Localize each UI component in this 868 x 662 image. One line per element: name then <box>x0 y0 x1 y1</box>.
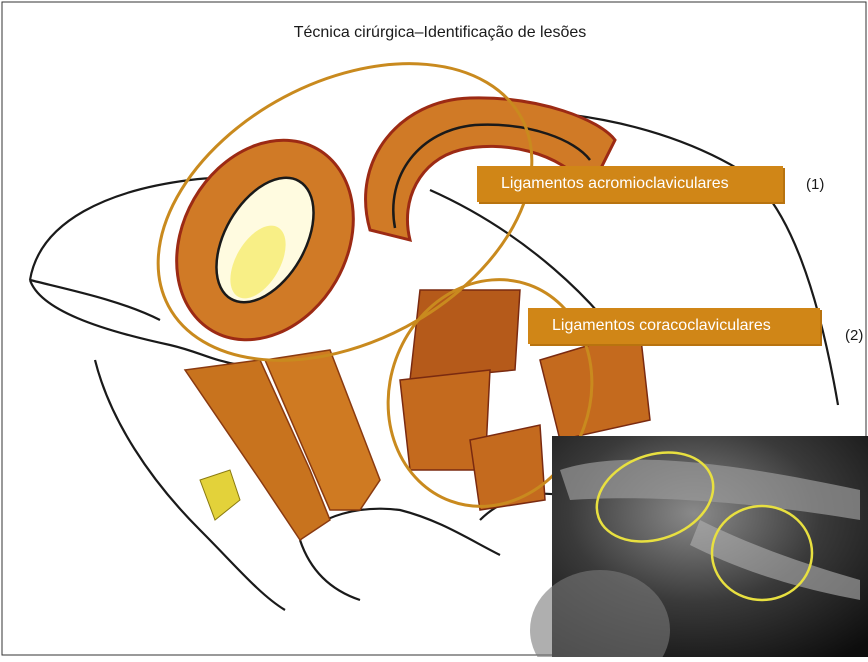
label-number-1: (1) <box>806 176 824 193</box>
acromial-ring <box>141 108 388 372</box>
figure-title: Técnica cirúrgica–Identificação de lesõe… <box>240 24 640 42</box>
xray-inset <box>530 436 868 657</box>
label-acromioclavicular: Ligamentos acromioclaviculares <box>477 166 783 202</box>
label-number-2: (2) <box>845 327 863 344</box>
label-coracoclavicular: Ligamentos coracoclaviculares <box>528 308 820 344</box>
